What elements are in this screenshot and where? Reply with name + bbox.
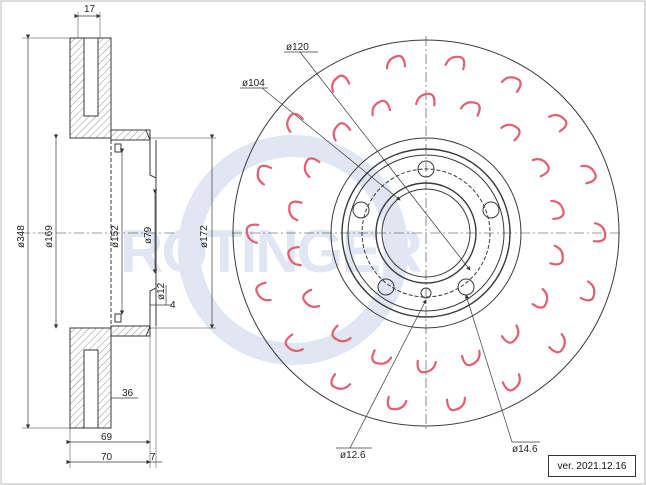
label-d12: ø12 — [156, 282, 167, 300]
version-label: ver. 2021.12.16 — [557, 460, 627, 472]
vane-hook — [415, 92, 436, 107]
vane-hook — [500, 76, 522, 93]
label-d12-6: ø12.6 — [340, 450, 366, 461]
side-view — [20, 12, 216, 468]
vane-hook — [371, 349, 393, 365]
upper-bolt-hole — [114, 143, 122, 153]
vane-hook — [288, 200, 303, 222]
label-w70: 70 — [101, 452, 113, 463]
label-w4: 4 — [170, 300, 176, 311]
bolt-hole-4 — [377, 278, 395, 296]
front-view — [232, 36, 620, 449]
vane-hook — [548, 333, 566, 354]
leader-d12-6 — [349, 299, 427, 449]
bolt-hole-5 — [352, 201, 370, 219]
bolt-hole-3 — [457, 278, 475, 296]
vane-hook — [459, 101, 481, 117]
friction-inner-edge — [330, 137, 522, 329]
hat-outer-edge — [341, 148, 511, 318]
label-d348: ø348 — [16, 225, 27, 248]
front-view-labels: ø120 ø104 ø12.6 ø14.6 — [242, 42, 538, 461]
vane-hook — [302, 288, 321, 308]
version-box: ver. 2021.12.16 — [548, 455, 636, 477]
hat-step — [347, 154, 505, 312]
vane-hook — [331, 74, 351, 93]
label-d104: ø104 — [242, 78, 265, 89]
center-bore — [375, 182, 477, 284]
vane-hook — [579, 280, 596, 302]
vane-hook — [444, 55, 466, 71]
label-d79: ø79 — [143, 226, 154, 244]
label-w17: 17 — [84, 4, 96, 15]
label-d14-6: ø14.6 — [512, 444, 538, 455]
vane-hook — [500, 324, 520, 344]
vane-hook — [284, 333, 304, 353]
leader-d104 — [261, 87, 401, 201]
lower-bolt-hole — [114, 313, 122, 323]
upper-hat-wall — [110, 129, 151, 141]
label-d152: ø152 — [110, 225, 121, 248]
vane-hook — [286, 112, 304, 133]
label-d172: ø172 — [199, 225, 210, 248]
vane-hook — [550, 199, 565, 220]
vane-pattern — [245, 54, 607, 412]
center-bore-chamfer — [381, 188, 471, 278]
vane-hook — [256, 164, 273, 186]
vane-hook — [531, 287, 549, 309]
vane-hook — [416, 359, 437, 374]
vane-hook — [531, 158, 550, 178]
bolt-hole-1 — [417, 160, 435, 178]
vane-hook — [371, 99, 392, 117]
leader-d14-6 — [465, 294, 513, 443]
vane-hook — [287, 246, 302, 267]
vane-hook — [255, 281, 272, 302]
leader-d120 — [299, 51, 471, 271]
vane-hook — [549, 244, 564, 266]
upper-vent-channel — [83, 37, 99, 117]
bolt-circle — [361, 168, 491, 298]
vane-hook — [592, 222, 607, 243]
vane-hook — [460, 349, 481, 367]
locator-hole — [420, 287, 432, 299]
lower-hat-wall — [110, 325, 151, 337]
vane-hook — [548, 113, 568, 133]
watermark-text: ROTINGER — [120, 218, 422, 285]
vane-hook — [580, 164, 597, 185]
vane-hook — [386, 395, 408, 411]
vane-hook — [500, 123, 521, 142]
lower-vent-channel — [83, 349, 99, 429]
vane-hook — [303, 157, 321, 179]
label-w69: 69 — [101, 432, 113, 443]
vane-hook — [331, 324, 352, 343]
vane-hook — [245, 223, 260, 244]
label-w7: 7 — [150, 452, 156, 463]
bolt-holes — [352, 160, 500, 299]
vane-hook — [501, 373, 521, 392]
vane-hook — [330, 373, 352, 390]
label-d120: ø120 — [286, 42, 309, 53]
watermark-ring — [178, 135, 408, 365]
side-view-labels: ø348 ø169 ø152 ø79 ø172 ø12 17 36 69 70 … — [16, 4, 210, 463]
disc-outer-edge — [232, 39, 620, 427]
label-w36: 36 — [122, 388, 134, 399]
vane-hook — [332, 122, 352, 142]
label-d169: ø169 — [44, 225, 55, 248]
vane-hook — [385, 54, 407, 70]
watermark: ROTINGER — [120, 135, 424, 365]
vane-hook — [445, 396, 467, 412]
bolt-hole-2 — [482, 201, 500, 219]
